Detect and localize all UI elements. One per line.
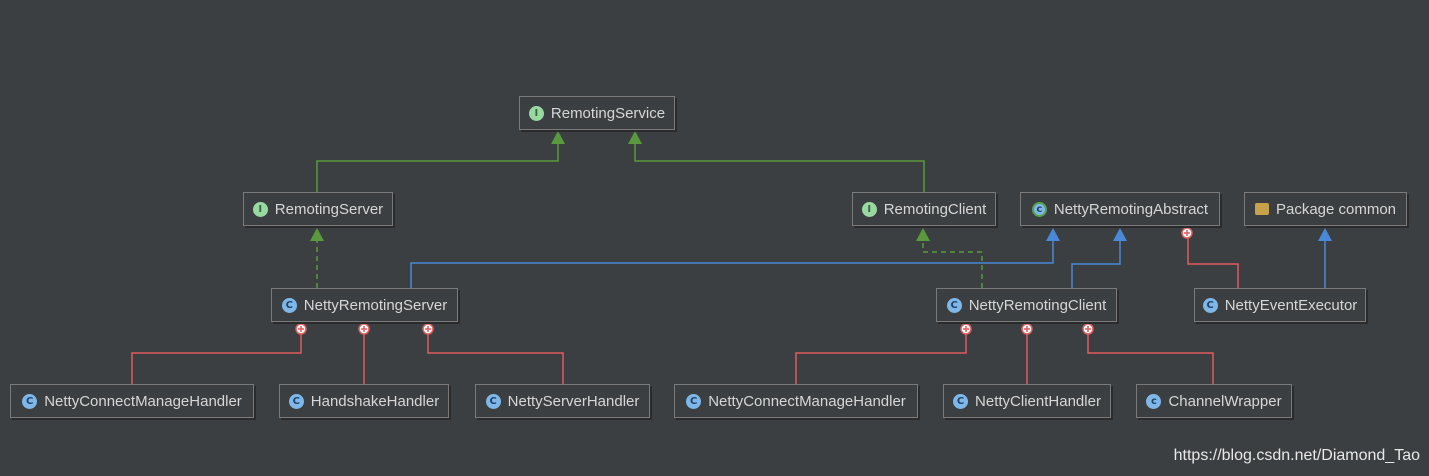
class-icon: C xyxy=(1202,297,1218,313)
node-remoting-server[interactable]: I RemotingServer xyxy=(243,192,393,226)
class-icon: C xyxy=(953,393,969,409)
edge-netty-remoting-client-extends-abstract xyxy=(1071,228,1127,288)
edge-netty-remoting-client-implements-remoting-client xyxy=(916,228,983,288)
edge-remoting-server-extends-remoting-service xyxy=(316,131,565,192)
edge-netty-event-executor-extends-package-common xyxy=(1318,228,1332,288)
node-label: NettyServerHandler xyxy=(507,392,640,410)
node-label: NettyRemotingServer xyxy=(303,296,448,314)
edge-netty-remoting-server-implements-remoting-server xyxy=(310,228,324,288)
inner-class-marker-crosses xyxy=(298,230,1190,332)
node-package-common[interactable]: Package common xyxy=(1244,192,1407,226)
interface-icon: I xyxy=(861,201,877,217)
node-channel-wrapper[interactable]: c ChannelWrapper xyxy=(1136,384,1292,418)
node-handshake-handler[interactable]: C HandshakeHandler xyxy=(279,384,449,418)
node-label: NettyRemotingClient xyxy=(968,296,1107,314)
inner-class-icon: c xyxy=(1146,393,1162,409)
node-netty-event-executor[interactable]: C NettyEventExecutor xyxy=(1194,288,1366,322)
edge-client-connect-handler-inner xyxy=(795,334,967,384)
node-netty-remoting-abstract[interactable]: c NettyRemotingAbstract xyxy=(1020,192,1220,226)
package-icon xyxy=(1254,203,1269,215)
node-label: NettyRemotingAbstract xyxy=(1053,200,1209,218)
edge-server-connect-handler-inner xyxy=(131,334,302,384)
node-label: Package common xyxy=(1275,200,1397,218)
node-remoting-service[interactable]: I RemotingService xyxy=(519,96,675,130)
node-label: NettyConnectManageHandler xyxy=(44,392,242,410)
class-icon: C xyxy=(686,393,702,409)
edge-netty-server-handler-inner xyxy=(427,334,564,384)
inner-class-markers xyxy=(295,227,1193,335)
watermark-url: https://blog.csdn.net/Diamond_Tao xyxy=(1173,447,1420,464)
interface-icon: I xyxy=(528,105,544,121)
class-icon: C xyxy=(946,297,962,313)
node-label: ChannelWrapper xyxy=(1168,392,1282,410)
node-label: NettyClientHandler xyxy=(975,392,1101,410)
edge-netty-remoting-server-extends-abstract xyxy=(410,228,1060,288)
node-netty-remoting-client[interactable]: C NettyRemotingClient xyxy=(936,288,1117,322)
edge-channel-wrapper-inner xyxy=(1087,334,1214,384)
node-label: HandshakeHandler xyxy=(310,392,440,410)
node-remoting-client[interactable]: I RemotingClient xyxy=(852,192,996,226)
node-netty-client-handler[interactable]: C NettyClientHandler xyxy=(943,384,1111,418)
node-client-connect-manage-handler[interactable]: C NettyConnectManageHandler xyxy=(674,384,918,418)
class-icon: C xyxy=(22,393,38,409)
node-label: RemotingClient xyxy=(883,200,987,218)
node-label: NettyConnectManageHandler xyxy=(708,392,906,410)
class-icon: C xyxy=(281,297,297,313)
node-label: RemotingServer xyxy=(274,200,384,218)
abstract-class-icon: c xyxy=(1031,201,1047,217)
edge-netty-event-executor-inner-abstract xyxy=(1187,238,1239,288)
node-server-connect-manage-handler[interactable]: C NettyConnectManageHandler xyxy=(10,384,254,418)
edge-remoting-client-extends-remoting-service xyxy=(628,131,925,192)
node-netty-server-handler[interactable]: C NettyServerHandler xyxy=(475,384,650,418)
node-netty-remoting-server[interactable]: C NettyRemotingServer xyxy=(271,288,458,322)
node-label: NettyEventExecutor xyxy=(1224,296,1358,314)
class-icon: C xyxy=(288,393,304,409)
class-icon: C xyxy=(485,393,501,409)
node-label: RemotingService xyxy=(550,104,666,122)
interface-icon: I xyxy=(252,201,268,217)
